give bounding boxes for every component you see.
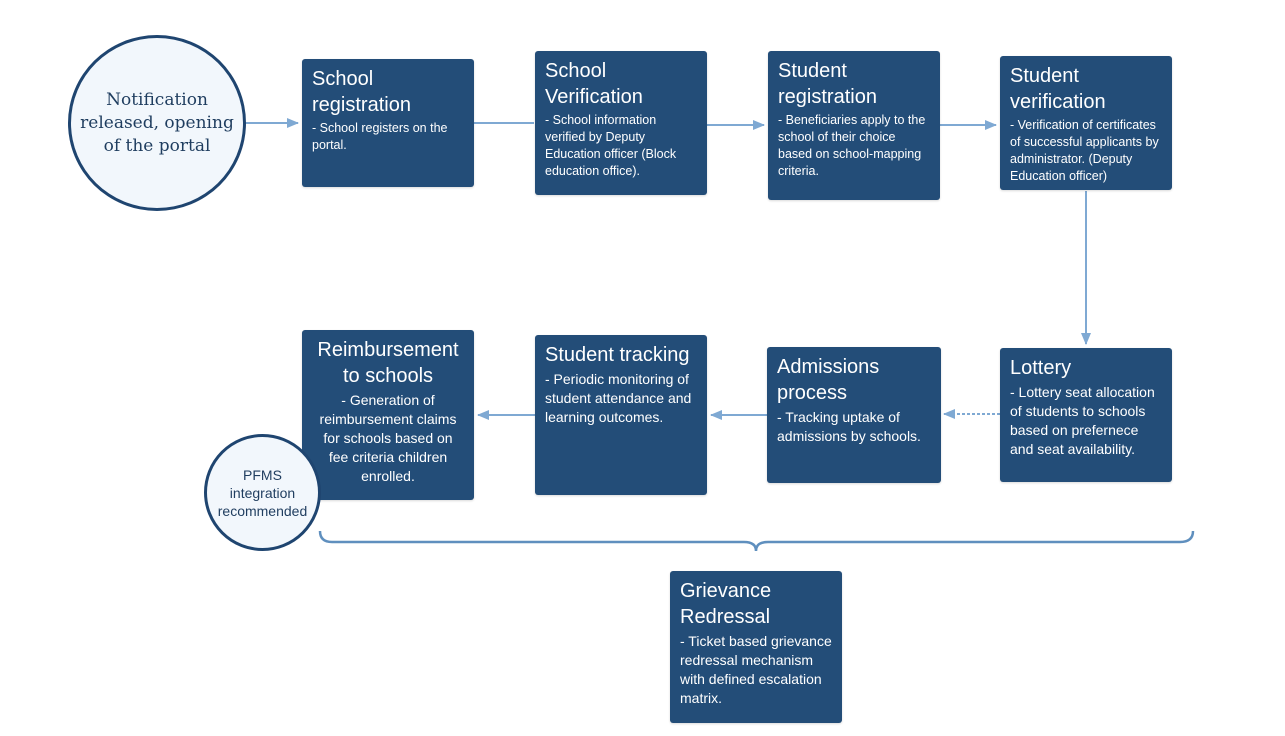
- grievance-redressal-title: Grievance Redressal: [680, 580, 772, 628]
- curly-brace: [318, 530, 1195, 552]
- admissions-process-title: Admissions process: [777, 356, 880, 404]
- notification-text: Notification released, opening of the po…: [80, 89, 234, 156]
- lottery-box: Lottery - Lottery seat allocation of stu…: [1000, 348, 1172, 482]
- lottery-desc: - Lottery seat allocation of students to…: [1010, 384, 1155, 457]
- student-verification-box: Student verification - Verification of c…: [1000, 56, 1172, 190]
- student-verification-title: Student verification: [1010, 65, 1106, 113]
- student-tracking-title: Student tracking: [545, 344, 690, 366]
- admissions-process-box: Admissions process - Tracking uptake of …: [767, 347, 941, 483]
- student-tracking-desc: - Periodic monitoring of student attenda…: [545, 371, 692, 425]
- student-verification-desc: - Verification of certificates of succes…: [1010, 118, 1159, 183]
- pfms-circle: PFMS integration recommended: [204, 434, 321, 551]
- reimbursement-title: Reimbursement to schools: [317, 339, 459, 387]
- school-registration-desc: - School registers on the portal.: [312, 121, 448, 152]
- grievance-redressal-desc: - Ticket based grievance redressal mecha…: [680, 633, 832, 706]
- school-verification-title: School Verification: [545, 60, 643, 108]
- school-verification-box: School Verification - School information…: [535, 51, 707, 195]
- school-registration-box: School registration - School registers o…: [302, 59, 474, 187]
- pfms-text: PFMS integration recommended: [217, 466, 308, 519]
- grievance-redressal-box: Grievance Redressal - Ticket based griev…: [670, 571, 842, 723]
- student-registration-title: Student registration: [778, 60, 877, 108]
- lottery-title: Lottery: [1010, 357, 1072, 379]
- admissions-process-desc: - Tracking uptake of admissions by schoo…: [777, 409, 921, 444]
- reimbursement-box: Reimbursement to schools - Generation of…: [302, 330, 474, 500]
- school-verification-desc: - School information verified by Deputy …: [545, 113, 677, 178]
- student-tracking-box: Student tracking - Periodic monitoring o…: [535, 335, 707, 495]
- reimbursement-desc: - Generation of reimbursement claims for…: [319, 392, 457, 484]
- student-registration-box: Student registration - Beneficiaries app…: [768, 51, 940, 200]
- school-registration-title: School registration: [312, 68, 411, 116]
- student-registration-desc: - Beneficiaries apply to the school of t…: [778, 113, 926, 178]
- notification-circle: Notification released, opening of the po…: [68, 35, 246, 211]
